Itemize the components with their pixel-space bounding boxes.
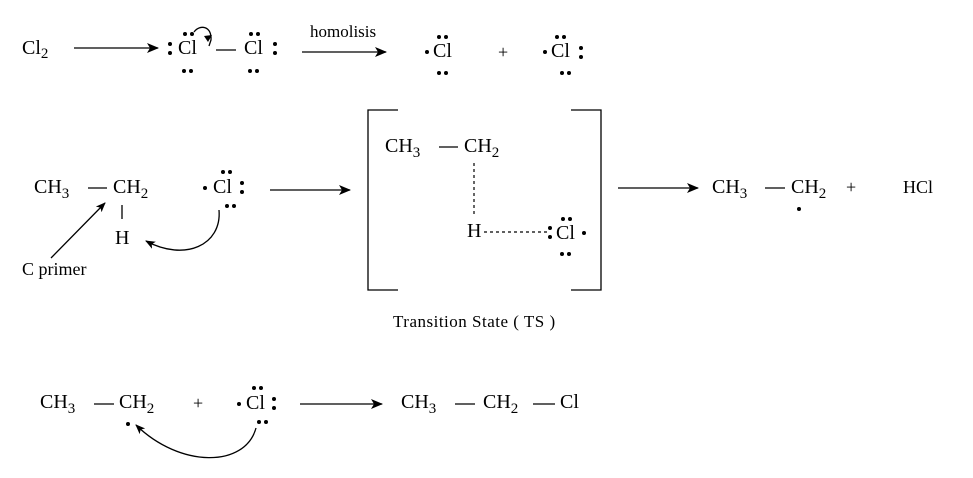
ch2-group: CH2 [791, 176, 826, 202]
lone-pair-dot [264, 420, 268, 424]
lone-pair-dot [548, 235, 552, 239]
lone-pair-dot [190, 32, 194, 36]
radical-dot [425, 50, 429, 54]
plus-sign: + [193, 393, 203, 413]
transition-state-label: Transition State ( TS ) [393, 312, 556, 331]
radical-dot [582, 231, 586, 235]
row-hydrogen-abstraction: CH3 CH2 H C primer Cl CH3 CH2 H [22, 109, 933, 331]
hydrogen-atom: H [115, 227, 129, 249]
lone-pair-dot [240, 181, 244, 185]
transition-state: CH3 CH2 H Cl [367, 109, 602, 291]
lone-pair-dot [240, 190, 244, 194]
cl2-reactant: Cl2 [22, 37, 48, 62]
radical-dot [126, 422, 130, 426]
ch3-group: CH3 [40, 391, 75, 417]
lone-pair-dot [252, 386, 256, 390]
plus-sign: + [846, 177, 856, 197]
curved-electron-arrow [145, 209, 220, 251]
chlorine-atom: Cl [433, 40, 452, 62]
homolysis-label: homolisis [310, 22, 376, 41]
row-radical-coupling: CH3 CH2 + Cl CH3 CH2 Cl [40, 386, 579, 459]
lone-pair-dot [168, 51, 172, 55]
lone-pair-dot [232, 204, 236, 208]
chlorine-atom: Cl [178, 37, 197, 59]
chlorine-radical: Cl [203, 170, 244, 208]
ch2-group: CH2 [483, 391, 518, 417]
lone-pair-dot [255, 69, 259, 73]
chlorine-radical: Cl [237, 386, 276, 424]
lone-pair-dot [168, 42, 172, 46]
chlorine-atom: Cl [246, 392, 265, 414]
ch2-group: CH2 [464, 135, 499, 161]
chlorine-atom: Cl [551, 40, 570, 62]
lone-pair-dot [567, 71, 571, 75]
chlorine-atom: Cl [560, 391, 579, 413]
cl-cl-molecule: Cl Cl [168, 26, 277, 73]
lone-pair-dot [273, 51, 277, 55]
radical-dot [543, 50, 547, 54]
lone-pair-dot [568, 217, 572, 221]
ch2-group: CH2 [119, 391, 154, 417]
radical-dot [203, 186, 207, 190]
lone-pair-dot [560, 71, 564, 75]
lone-pair-dot [579, 46, 583, 50]
lone-pair-dot [567, 252, 571, 256]
chlorine-radical: Cl [543, 35, 583, 75]
lone-pair-dot [256, 32, 260, 36]
lone-pair-dot [272, 406, 276, 410]
lone-pair-dot [561, 217, 565, 221]
lone-pair-dot [183, 32, 187, 36]
lone-pair-dot [437, 35, 441, 39]
left-bracket [367, 109, 398, 291]
ch3-group: CH3 [385, 135, 420, 161]
lone-pair-dot [273, 42, 277, 46]
lone-pair-dot [548, 226, 552, 230]
chlorine-atom: Cl [244, 37, 263, 59]
c-primer-label: C primer [22, 259, 87, 279]
ch2-group: CH2 [113, 176, 148, 202]
single-electron-arrow [193, 26, 212, 47]
radical-dot [237, 402, 241, 406]
lone-pair-dot [249, 32, 253, 36]
lone-pair-dot [257, 420, 261, 424]
pointer-arrow [50, 202, 106, 259]
radical-dot [797, 207, 801, 211]
ch3-group: CH3 [34, 176, 69, 202]
lone-pair-dot [259, 386, 263, 390]
lone-pair-dot [562, 35, 566, 39]
lone-pair-dot [189, 69, 193, 73]
lone-pair-dot [437, 71, 441, 75]
lone-pair-dot [555, 35, 559, 39]
chlorine-atom: Cl [556, 222, 575, 244]
lone-pair-dot [444, 35, 448, 39]
ch3-group: CH3 [401, 391, 436, 417]
lone-pair-dot [579, 55, 583, 59]
lone-pair-dot [444, 71, 448, 75]
curved-electron-arrow [135, 424, 257, 459]
lone-pair-dot [225, 204, 229, 208]
row-homolysis: Cl2 Cl Cl homolisis Cl [22, 22, 583, 75]
lone-pair-dot [560, 252, 564, 256]
lone-pair-dot [272, 397, 276, 401]
lone-pair-dot [221, 170, 225, 174]
chlorine-radical: Cl [425, 35, 452, 75]
lone-pair-dot [182, 69, 186, 73]
chlorine-atom: Cl [213, 176, 232, 198]
ch3-group: CH3 [712, 176, 747, 202]
lone-pair-dot [248, 69, 252, 73]
plus-sign: + [498, 42, 508, 62]
hydrogen-atom: H [467, 220, 481, 242]
lone-pair-dot [228, 170, 232, 174]
right-bracket [571, 109, 602, 291]
arrowhead [204, 35, 212, 42]
hcl-product: HCl [903, 177, 933, 197]
